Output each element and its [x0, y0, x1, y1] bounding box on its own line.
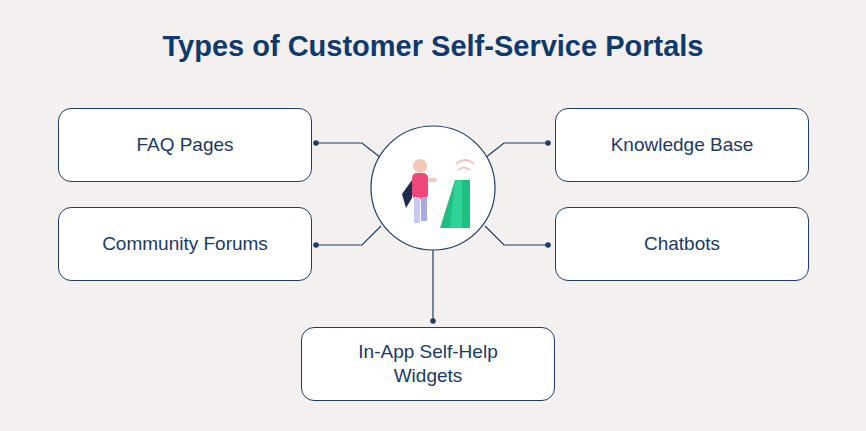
- hub-circle: [371, 126, 495, 250]
- portal-type-box: Community Forums: [58, 207, 312, 281]
- box-label: FAQ Pages: [136, 133, 233, 157]
- diagram-title: Types of Customer Self-Service Portals: [0, 30, 866, 63]
- box-label: In-App Self-Help Widgets: [328, 340, 528, 388]
- portal-type-box: In-App Self-Help Widgets: [301, 327, 555, 401]
- box-label: Knowledge Base: [611, 133, 754, 157]
- portal-type-box: FAQ Pages: [58, 108, 312, 182]
- box-label: Chatbots: [644, 232, 720, 256]
- box-label: Community Forums: [102, 232, 268, 256]
- portal-type-box: Chatbots: [555, 207, 809, 281]
- person-chart-icon: [402, 159, 474, 228]
- portal-type-box: Knowledge Base: [555, 108, 809, 182]
